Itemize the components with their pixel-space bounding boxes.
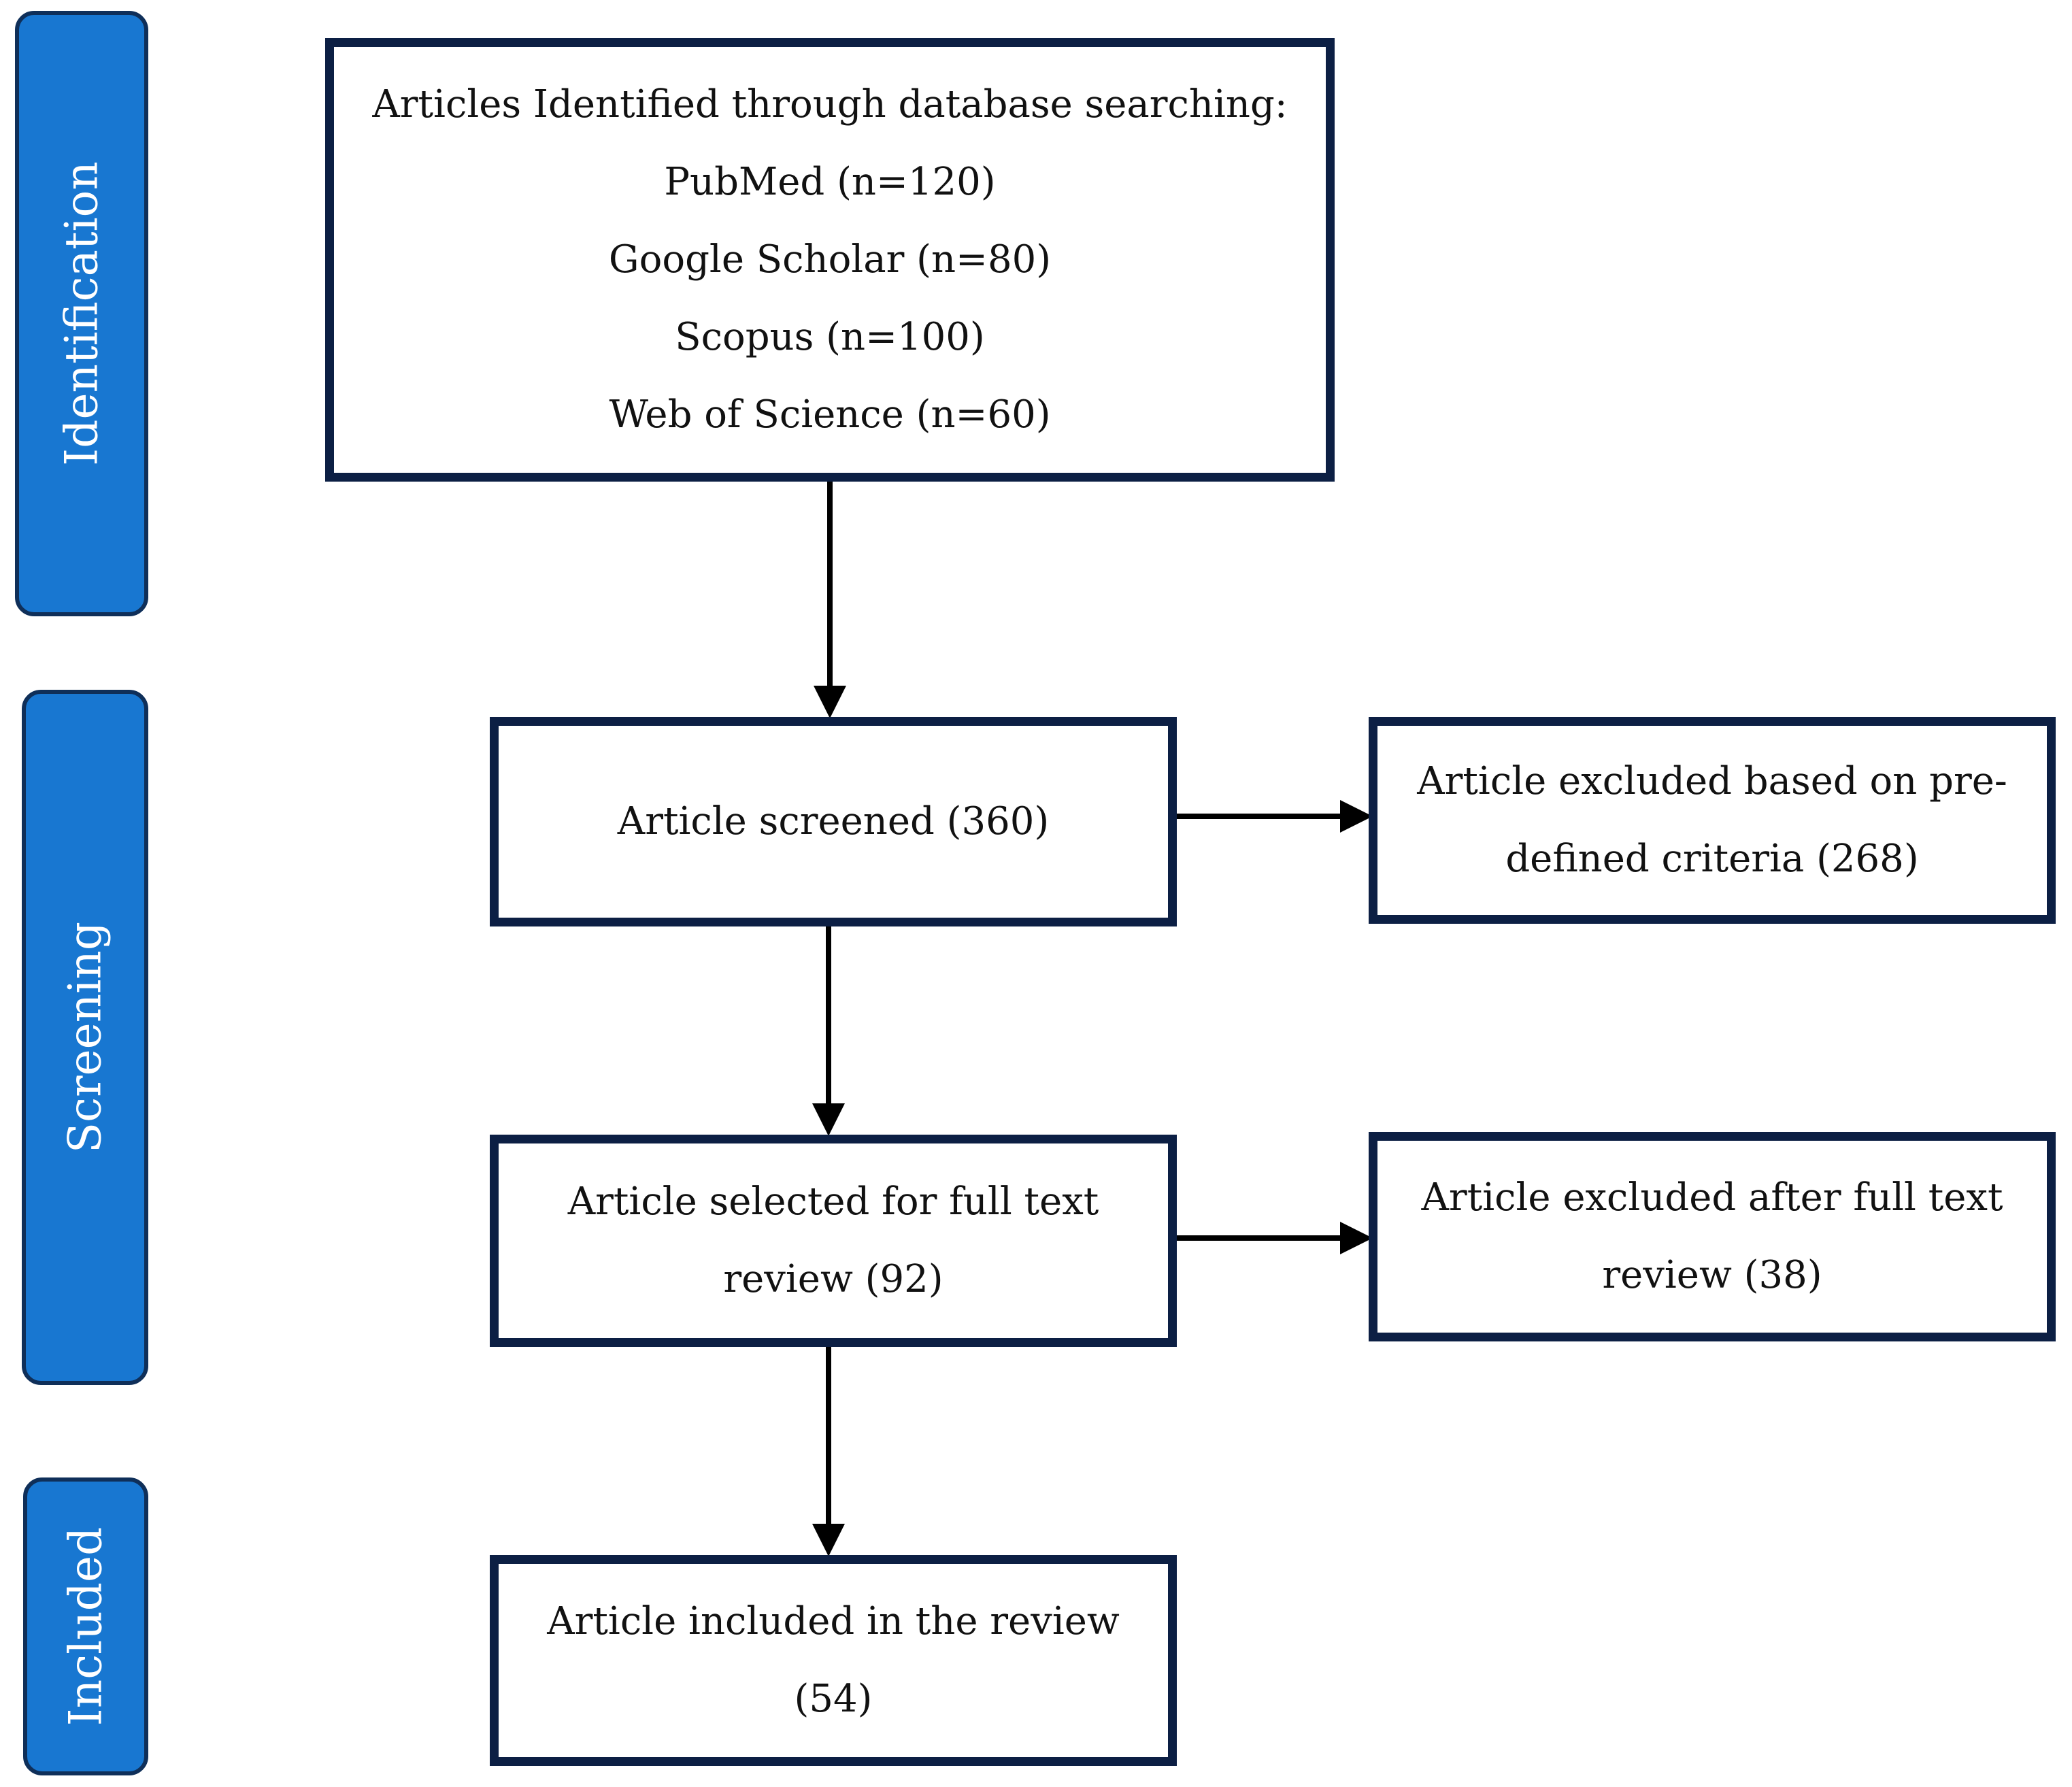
- box-articles-identified: Articles Identified through database sea…: [325, 38, 1335, 482]
- phase-screening: Screening: [22, 690, 148, 1385]
- box-article-screened: Article screened (360): [490, 717, 1177, 926]
- selected-fulltext-line2: review (92): [723, 1257, 943, 1301]
- identified-pubmed: PubMed (n=120): [664, 160, 996, 204]
- phase-identification: Identification: [15, 11, 148, 616]
- identified-heading: Articles Identified through database sea…: [372, 82, 1288, 127]
- excluded-fulltext-line2: review (38): [1602, 1253, 1822, 1297]
- screened-label: Article screened (360): [617, 799, 1050, 844]
- box-included-review: Article included in the review (54): [490, 1555, 1177, 1766]
- included-review-line1: Article included in the review: [547, 1599, 1120, 1643]
- box-selected-fulltext: Article selected for full text review (9…: [490, 1135, 1177, 1347]
- identified-web-of-science: Web of Science (n=60): [609, 393, 1051, 437]
- box-excluded-criteria: Article excluded based on pre- defined c…: [1369, 717, 2056, 924]
- excluded-criteria-line1: Article excluded based on pre-: [1417, 759, 2007, 803]
- excluded-fulltext-line1: Article excluded after full text: [1421, 1175, 2003, 1220]
- selected-fulltext-line1: Article selected for full text: [567, 1180, 1099, 1224]
- phase-included: Included: [23, 1477, 148, 1775]
- included-review-line2: (54): [794, 1677, 873, 1721]
- identified-google-scholar: Google Scholar (n=80): [608, 237, 1052, 282]
- identified-scopus: Scopus (n=100): [675, 315, 985, 359]
- excluded-criteria-line2: defined criteria (268): [1505, 837, 1919, 881]
- box-excluded-fulltext: Article excluded after full text review …: [1369, 1132, 2056, 1341]
